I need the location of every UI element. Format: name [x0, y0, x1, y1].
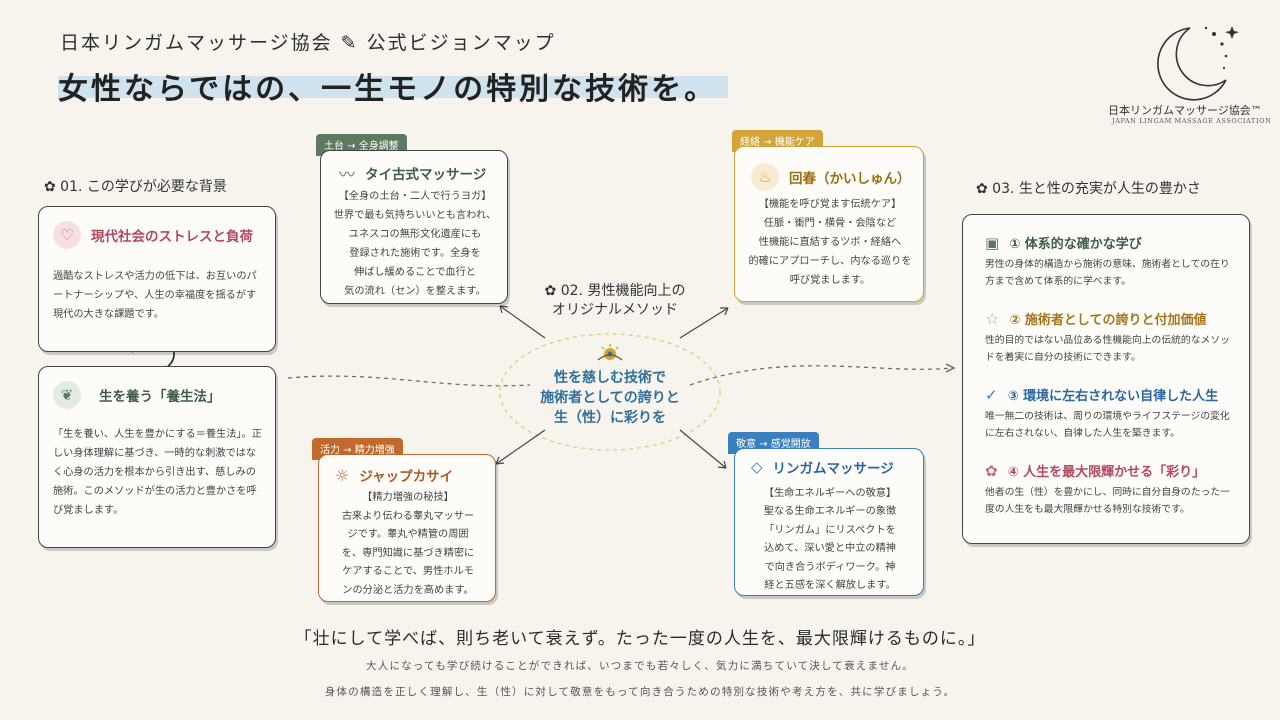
text-line: 的確にアプローチし、内なる巡りを [748, 256, 912, 267]
logo-english: JAPAN LINGAM MASSAGE ASSOCIATION [1112, 117, 1272, 125]
hub-line: 施術者としての誇りと [540, 390, 680, 406]
section-heading-method: ✿ 02. 男性機能向上の オリジナルメソッド [530, 282, 700, 320]
benefit-title: ④ 人生を最大限輝かせる「彩り」 [1007, 465, 1206, 480]
sun-icon: ☼ [335, 465, 350, 485]
association-logo: 日本リンガムマッサージ協会™ JAPAN LINGAM MASSAGE ASSO… [1108, 18, 1271, 126]
footer-line-1: 大人になっても学び続けることができれば、いつまでも若々しく、気力に満ちていて決し… [366, 660, 914, 672]
card-kaishun: ♨ 回春（かいしゅん） 【機能を呼び覚ます伝統ケア】 任脈・衝門・横骨・会陰など… [734, 146, 924, 302]
section-heading-line2: オリジナルメソッド [552, 302, 678, 318]
book-icon: ▣ [985, 233, 1000, 252]
card-benefits: ▣ ① 体系的な確かな学び 男性の身体的構造から施術の意味、施術者としての在り方… [962, 214, 1250, 544]
text-line: 古来より伝わる睾丸マッサー [341, 510, 475, 522]
text-line: 伸ばし緩めることで血行と [354, 267, 476, 278]
wave-icon: 〰 [339, 165, 356, 184]
text-line: 経と五感を深く解放します。 [764, 580, 896, 592]
benefit-title: ② 施術者としての誇りと付加価値 [1009, 313, 1207, 328]
footer-quote: 「壮にして学べば、則ち老いて衰えず。たった一度の人生を、最大限輝けるものに。」 [294, 629, 986, 649]
card-modern-stress: ♡ 現代社会のストレスと負荷 過酷なストレスや活力の低下は、お互いのパートナーシ… [38, 206, 276, 352]
section-heading-fulfillment: ✿ 03. 生と性の充実が人生の豊かさ [976, 181, 1201, 197]
text-line: 気の流れ（セン）を整えます。 [344, 286, 486, 297]
hub-line: 生（性）に彩りを [554, 410, 666, 426]
benefit-text: 性的目的ではない品位ある性機能向上の伝統的なメソッドを着実に自分の技術にできます… [985, 335, 1230, 363]
card-thai-massage: 〰 タイ古式マッサージ 【全身の土台・二人で行うヨガ】 世界で最も気持ちいいとも… [320, 150, 508, 304]
benefit-title: ③ 環境に左右されない自律した人生 [1007, 389, 1219, 404]
text-line: 込めて、深い愛と中立の精神 [764, 543, 896, 555]
card-text: 「生を養い、人生を豊かにする＝養生法」。正しい身体理解に基づき、一時的な刺激では… [53, 429, 262, 516]
card-title: タイ古式マッサージ [365, 167, 487, 183]
benefit-item: ✓ ③ 環境に左右されない自律した人生 唯一無二の技術は、周りの環境やライフステ… [985, 385, 1239, 442]
card-lingam-massage: ◇ リンガムマッサージ 【生命エネルギーへの敬意】 聖なる生命エネルギーの象徴 … [734, 448, 924, 596]
text-line: を、専門知識に基づき精密に [341, 547, 475, 559]
check-badge-icon: ✓ [985, 385, 998, 404]
page-title-block: 女性ならではの、一生モノの特別な技術を。 [58, 64, 728, 108]
text-line: ユネスコの無形文化遺産にも [348, 229, 482, 240]
lotus-icon [590, 340, 630, 366]
benefit-item: ☆ ② 施術者としての誇りと付加価値 性的目的ではない品位ある性機能向上の伝統的… [985, 309, 1239, 366]
text-line: 登録された施術です。全身を [349, 248, 481, 259]
text-line: 聖なる生命エネルギーの象徴 [763, 506, 897, 518]
benefit-title: ① 体系的な確かな学び [1009, 237, 1142, 252]
card-text: 【全身の土台・二人で行うヨガ】 世界で最も気持ちいいとも言われ、 ユネスコの無形… [325, 187, 505, 301]
hub-message: 性を慈しむ技術で 施術者としての誇りと 生（性）に彩りを [520, 368, 700, 428]
card-text: 【機能を呼び覚ます伝統ケア】 任脈・衝門・横骨・会陰など 性機能に直結するツボ・… [739, 195, 921, 290]
text-line: 呼び覚まします。 [789, 275, 871, 286]
page-subtitle: 日本リンガムマッサージ協会 ✎ 公式ビジョンマップ [60, 32, 556, 54]
benefit-text: 男性の身体的構造から施術の意味、施術者としての在り方まで含めて体系的に学べます。 [985, 259, 1230, 287]
hub-line: 性を慈しむ技術で [554, 370, 666, 386]
text-line: 【機能を呼び覚ます伝統ケア】 [758, 199, 902, 210]
moon-logo-icon [1157, 26, 1239, 101]
star-icon: ☆ [985, 309, 1000, 328]
text-line: 【精力増強の秘技】 [362, 492, 454, 503]
sprout-icon: ❦ [53, 381, 81, 409]
card-title: リンガムマッサージ [772, 461, 894, 477]
text-line: 【全身の土台・二人で行うヨガ】 [338, 191, 492, 202]
text-line: ジです。睾丸や精管の周囲 [347, 529, 469, 541]
card-yojo: ❦ 生を養う「養生法」 「生を養い、人生を豊かにする＝養生法」。正しい身体理解に… [38, 366, 276, 548]
card-text: 過酷なストレスや活力の低下は、お互いのパートナーシップや、人生の幸福度を揺るがす… [53, 271, 257, 320]
benefit-item: ▣ ① 体系的な確かな学び 男性の身体的構造から施術の意味、施術者としての在り方… [985, 233, 1239, 290]
card-title: ジャップカサイ [359, 469, 454, 485]
page-title: 女性ならではの、一生モノの特別な技術を。 [58, 72, 718, 107]
heart-icon: ♡ [53, 221, 81, 249]
card-text: 【生命エネルギーへの敬意】 聖なる生命エネルギーの象徴 「リンガム」にリスペクト… [739, 485, 921, 595]
flower-icon: ✿ [985, 461, 998, 480]
card-title: 生を養う「養生法」 [99, 389, 221, 405]
text-line: ケアすることで、男性ホルモ [342, 566, 474, 578]
text-line: 「リンガム」にリスペクトを [764, 524, 896, 536]
text-line: ンの分泌と活力を高めます。 [342, 584, 474, 596]
logo-name: 日本リンガムマッサージ協会™ [1108, 104, 1262, 117]
card-title: 現代社会のストレスと負荷 [91, 229, 253, 245]
text-line: 任脈・衝門・横骨・会陰など [763, 218, 897, 229]
drop-icon: ♨ [751, 163, 779, 191]
text-line: 【生命エネルギーへの敬意】 [763, 488, 897, 499]
footer-line-2: 身体の構造を正しく理解し、生（性）に対して敬意をもって向き合うための特別な技術や… [324, 686, 956, 698]
title-highlight [58, 76, 728, 98]
text-line: 性機能に直結するツボ・経絡へ [758, 237, 902, 248]
drop-outline-icon: ◇ [751, 458, 763, 476]
card-jap-kasai: ☼ ジャップカサイ 【精力増強の秘技】 古来より伝わる睾丸マッサー ジです。睾丸… [318, 454, 496, 602]
text-line: で向き合うボディワーク。神 [764, 561, 896, 573]
benefit-text: 他者の生（性）を豊かにし、同時に自分自身のたった一度の人生をも最大限輝かせる特別… [985, 487, 1230, 515]
text-line: 世界で最も気持ちいいとも言われ、 [333, 210, 497, 221]
benefit-text: 唯一無二の技術は、周りの環境やライフステージの変化に左右されない、自律した人生を… [985, 411, 1230, 439]
section-heading-line1: ✿ 02. 男性機能向上の [544, 283, 686, 299]
benefit-item: ✿ ④ 人生を最大限輝かせる「彩り」 他者の生（性）を豊かにし、同時に自分自身の… [985, 461, 1239, 518]
card-title: 回春（かいしゅん） [789, 171, 911, 187]
section-heading-background: ✿ 01. この学びが必要な背景 [44, 179, 227, 195]
card-text: 【精力増強の秘技】 古来より伝わる睾丸マッサー ジです。睾丸や精管の周囲 を、専… [321, 489, 495, 601]
